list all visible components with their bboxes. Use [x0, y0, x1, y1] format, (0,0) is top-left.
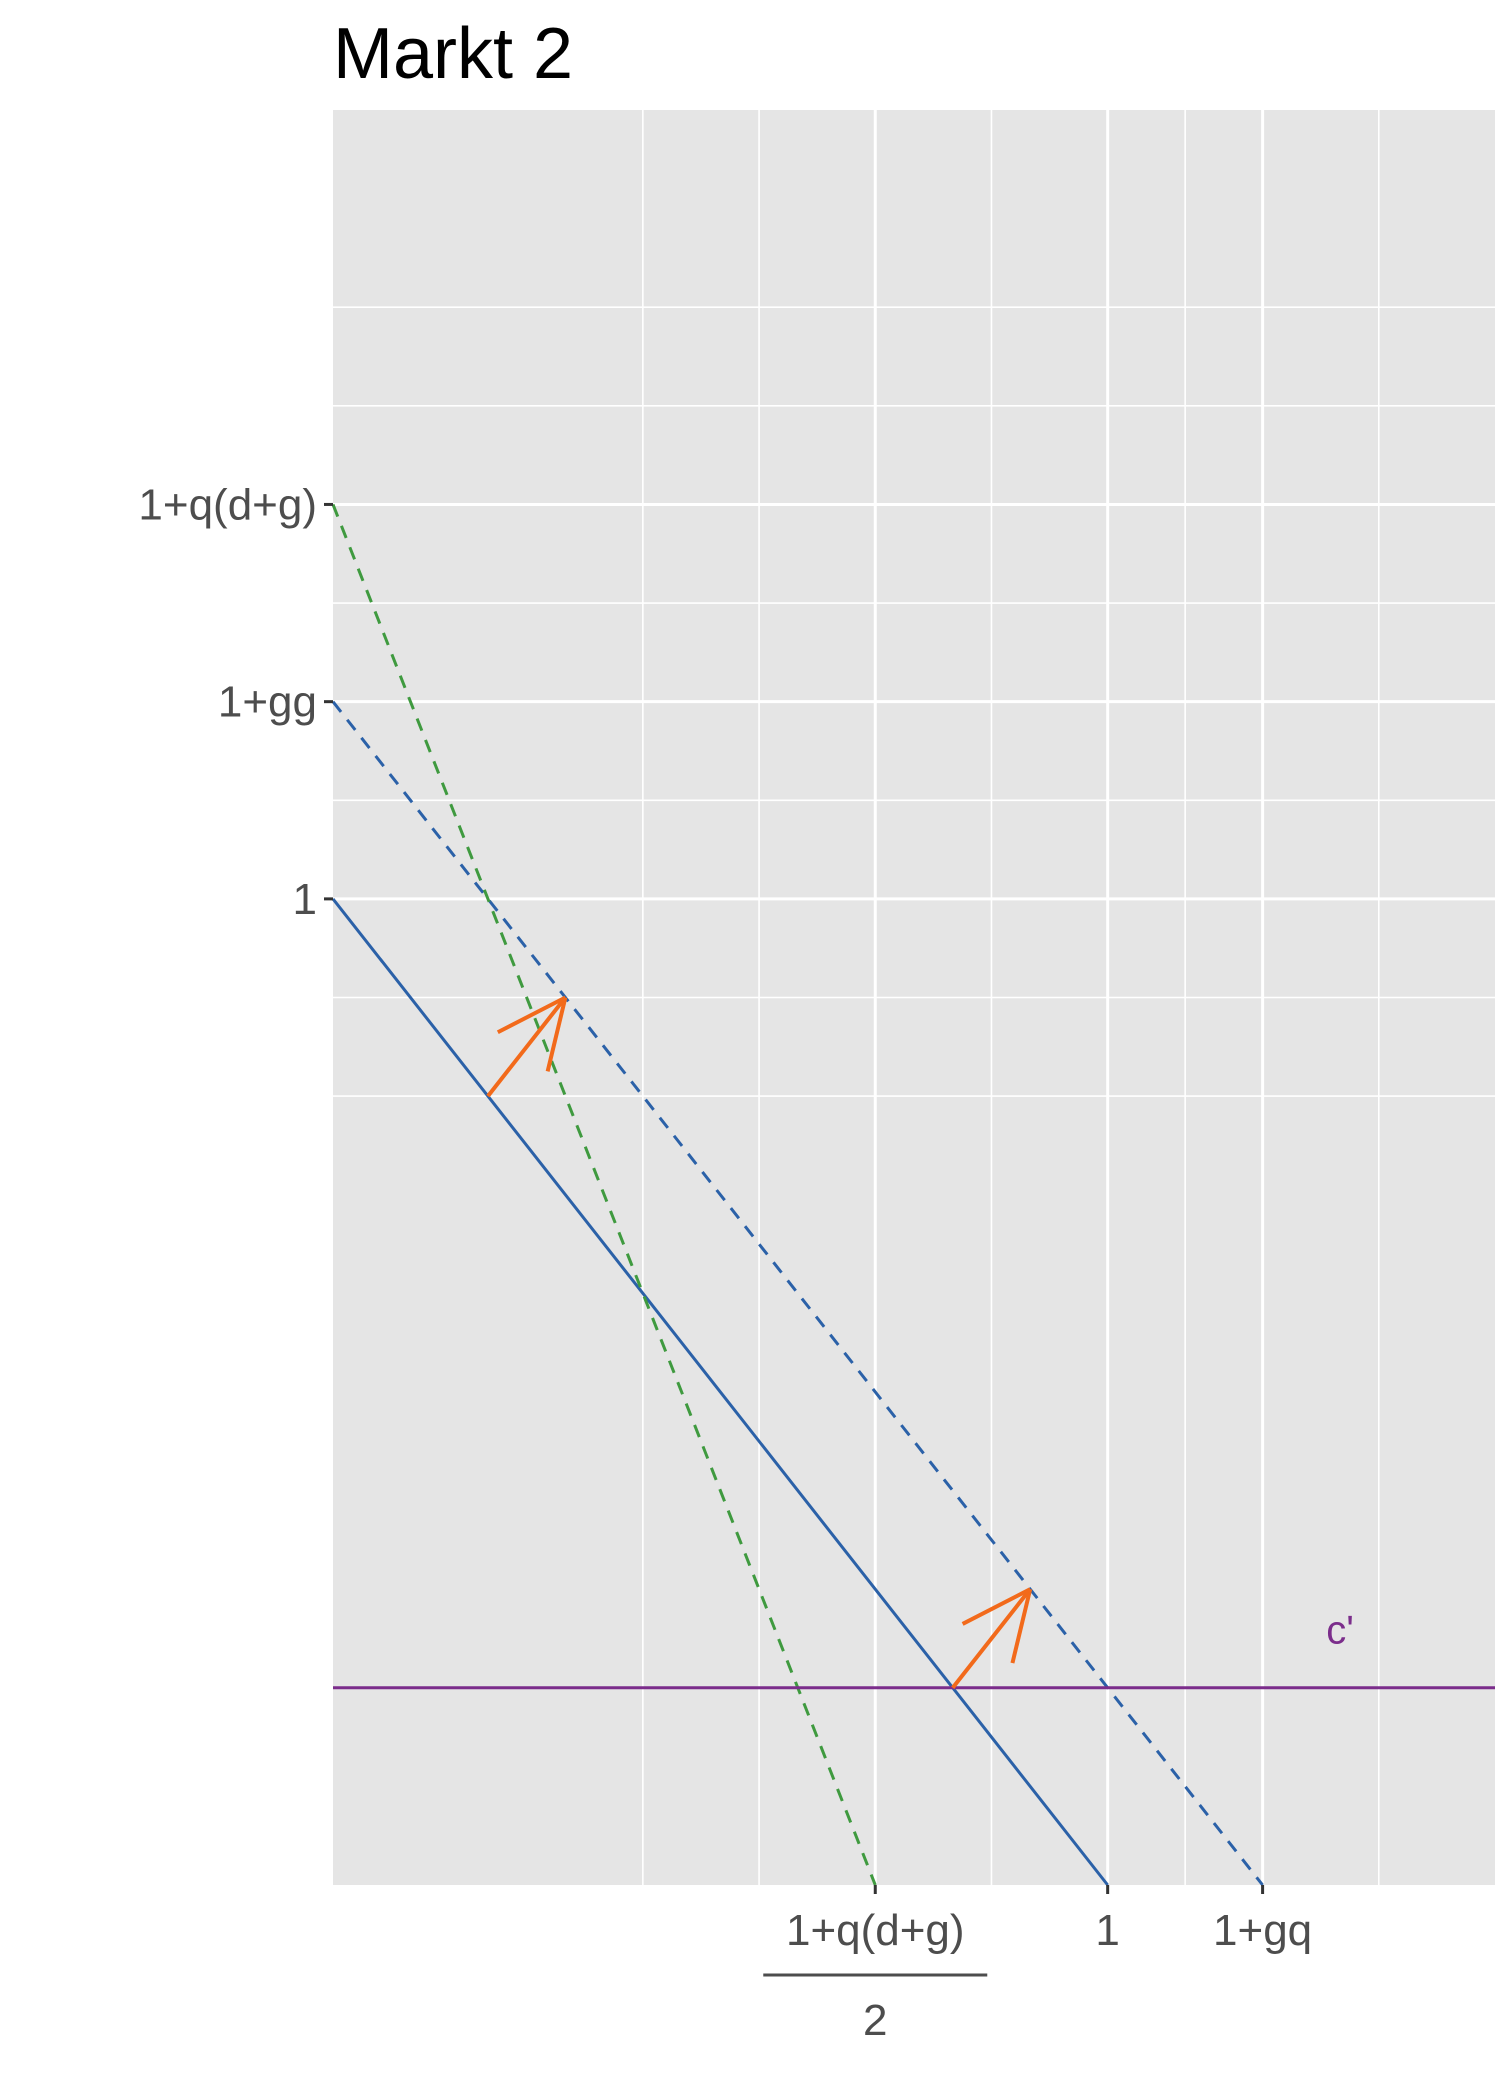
- y-tick-label-1: 1+gg: [218, 678, 317, 727]
- x-tick-label-2: 1+gq: [1213, 1906, 1312, 1955]
- shift-arrow-0: [486, 995, 568, 1098]
- chart-title: Markt 2: [333, 14, 573, 94]
- shift-arrow-head-1-0: [1010, 1588, 1033, 1664]
- series-line-0: [331, 897, 1109, 1886]
- annotation-label-0: c': [1326, 1608, 1354, 1652]
- axis-layer: 1 1+gg 1+q(d+g) 1+q(d+g) 2 1 1+gq: [138, 480, 1312, 2045]
- arrow-layer: [486, 995, 1033, 1690]
- x-tick-label-1: 1: [1095, 1906, 1119, 1955]
- shift-arrow-head-0-1: [496, 995, 567, 1035]
- y-tick-label-2: 1+q(d+g): [138, 480, 317, 529]
- shift-arrow-shaft-0: [486, 996, 567, 1098]
- x-tick-label-0: 1+q(d+g): [786, 1906, 965, 1955]
- shift-arrow-head-0-0: [545, 997, 568, 1072]
- shift-arrow-shaft-1: [951, 1587, 1032, 1690]
- y-tick-label-0: 1: [293, 875, 317, 924]
- x-tick-denominator-0: 2: [863, 1996, 887, 2045]
- series-line-2: [331, 503, 877, 1886]
- annotation-layer: c': [1326, 1608, 1354, 1652]
- gridlines: [333, 110, 1495, 1885]
- series-layer: [331, 503, 1495, 1886]
- shift-arrow-1: [951, 1587, 1033, 1690]
- shift-arrow-head-1-1: [961, 1587, 1032, 1626]
